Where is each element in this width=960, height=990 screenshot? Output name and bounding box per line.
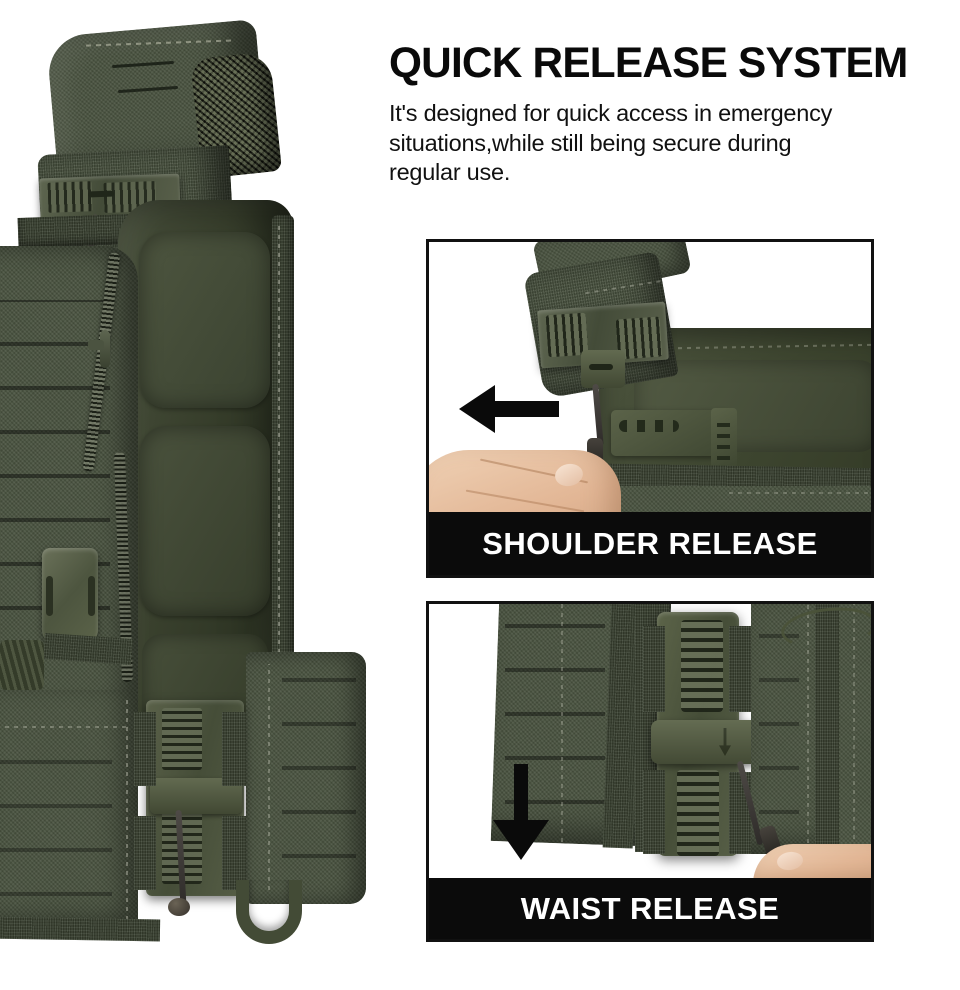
hero-product-photo bbox=[0, 0, 392, 990]
wr-buckle-loop-left-top bbox=[643, 626, 665, 712]
wr-buckle-loop-right-top bbox=[729, 626, 753, 712]
shoulder-release-caption: SHOULDER RELEASE bbox=[482, 526, 818, 561]
arrow-down-icon bbox=[493, 764, 549, 860]
zipper-pull-tab bbox=[88, 340, 104, 350]
side-release-buckle-prong-right bbox=[88, 576, 95, 616]
wr-right-edge-tape bbox=[815, 604, 841, 854]
wr-cummerbund-stitch-1 bbox=[561, 604, 563, 842]
wr-buckle-latch-arm bbox=[651, 720, 759, 764]
sr-front-hardware bbox=[611, 410, 727, 456]
sr-hand bbox=[429, 450, 621, 514]
sr-lower-panel bbox=[595, 486, 871, 514]
sr-lower-stitch bbox=[729, 492, 871, 494]
page-description: It's designed for quick access in emerge… bbox=[389, 99, 934, 188]
edge-binding-stitch bbox=[278, 222, 280, 752]
cummerbund-panel bbox=[246, 652, 366, 904]
sr-buckle-slot bbox=[589, 364, 613, 370]
shoulder-release-caption-bar: SHOULDER RELEASE bbox=[429, 512, 871, 575]
wr-right-stitch-2 bbox=[853, 604, 855, 848]
description-line-3: regular use. bbox=[389, 159, 511, 185]
molded-pad-1 bbox=[140, 232, 270, 408]
wr-buckle-loop-left-bottom bbox=[643, 770, 665, 854]
wr-right-laser-rows bbox=[759, 614, 799, 834]
copy-block: QUICK RELEASE SYSTEM It's designed for q… bbox=[389, 38, 954, 188]
waist-webbing-loop-left-2 bbox=[134, 816, 156, 890]
waist-release-photo bbox=[429, 604, 871, 878]
arrow-left-icon bbox=[459, 385, 559, 433]
lower-pouch-stitch-right bbox=[126, 700, 128, 920]
zipper-pull bbox=[100, 330, 110, 368]
description-line-2: situations,while still being secure duri… bbox=[389, 129, 792, 156]
wr-buckle-teeth-upper bbox=[681, 620, 723, 712]
wr-right-stitch-1 bbox=[807, 604, 809, 852]
cummerbund-stitch bbox=[268, 664, 270, 890]
bottom-hem-binding bbox=[0, 916, 161, 942]
panel-shoulder-release: SHOULDER RELEASE bbox=[426, 239, 874, 578]
waist-webbing-loop-right-2 bbox=[222, 816, 246, 890]
elastic-cord-bundle bbox=[0, 640, 44, 690]
waist-release-caption: WAIST RELEASE bbox=[520, 891, 780, 926]
wr-buckle-teeth-lower bbox=[677, 770, 719, 856]
waist-cord-knot bbox=[168, 898, 190, 916]
buckle-teeth-left bbox=[47, 181, 93, 213]
lower-pouch-laser-rows bbox=[0, 746, 112, 916]
shoulder-release-photo bbox=[429, 242, 871, 514]
lower-mag-pouch bbox=[0, 690, 138, 930]
edge-binding-tape bbox=[272, 215, 294, 760]
lower-pouch-stitch-top bbox=[0, 726, 128, 728]
drag-handle-loop bbox=[236, 880, 302, 944]
waist-release-caption-bar: WAIST RELEASE bbox=[429, 878, 871, 939]
sr-front-hardware-holes bbox=[619, 420, 679, 432]
sr-side-bracket-slots bbox=[717, 416, 730, 460]
wr-right-outer-pouch bbox=[839, 604, 871, 854]
wr-hand bbox=[753, 844, 871, 878]
buckle-center-slot bbox=[87, 190, 115, 198]
cummerbund-laser-rows bbox=[282, 678, 356, 878]
molded-pad-2 bbox=[140, 426, 270, 616]
description-line-1: It's designed for quick access in emerge… bbox=[389, 100, 833, 126]
waist-buckle-teeth-upper bbox=[162, 708, 202, 770]
page-title: QUICK RELEASE SYSTEM bbox=[389, 39, 908, 87]
waist-webbing-loop-right bbox=[222, 712, 246, 786]
waist-webbing-loop-left bbox=[134, 712, 156, 786]
panel-waist-release: WAIST RELEASE bbox=[426, 601, 874, 942]
side-release-buckle-prong-left bbox=[46, 576, 53, 616]
